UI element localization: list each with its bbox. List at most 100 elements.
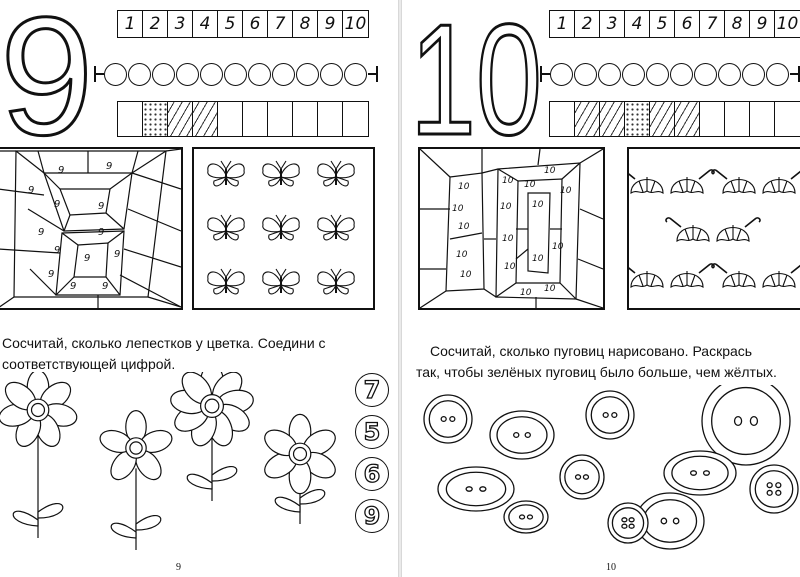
digit-cell: 6	[675, 11, 700, 37]
butterfly-icon	[317, 160, 355, 187]
count-square	[775, 102, 800, 136]
big-number-nine: 9	[0, 6, 95, 144]
digit-cell: 2	[143, 11, 168, 37]
bead	[320, 62, 343, 86]
count-square	[143, 102, 168, 136]
mosaic-label-nine: 9	[102, 281, 108, 292]
mosaic-label-nine: 9	[114, 249, 120, 260]
count-square	[118, 102, 143, 136]
bead	[766, 62, 789, 86]
answer-digit-circle[interactable]: 6	[355, 457, 389, 491]
answer-digit-circle[interactable]: 7	[355, 373, 389, 407]
bead	[296, 62, 319, 86]
button-icon	[701, 385, 791, 466]
bead	[622, 62, 645, 86]
button-icon	[749, 464, 799, 514]
bead	[176, 62, 199, 86]
count-square	[750, 102, 775, 136]
bead	[224, 62, 247, 86]
count-square	[575, 102, 600, 136]
count-square	[725, 102, 750, 136]
digit-cell: 10	[776, 14, 799, 34]
button-icon	[503, 500, 549, 534]
bead-string	[540, 61, 800, 87]
count-square	[293, 102, 318, 136]
butterfly-icon	[317, 214, 355, 241]
bead	[670, 62, 693, 86]
mosaic-label-nine: 9	[54, 199, 60, 210]
mosaic-label-nine: 9	[84, 253, 90, 264]
count-square	[600, 102, 625, 136]
flower-icon	[0, 372, 78, 538]
count-square	[193, 102, 218, 136]
instruction-right-line1: Сосчитай, сколько пуговиц нарисовано. Ра…	[430, 343, 753, 359]
bead	[694, 62, 717, 86]
mosaic-label-ten: 10	[502, 176, 514, 186]
answer-digits: 7 5 6 9	[355, 373, 389, 533]
bead	[200, 62, 223, 86]
mosaic-label-nine: 9	[98, 227, 104, 238]
count-square	[243, 102, 268, 136]
digit-cell: 10	[344, 14, 367, 34]
bead	[574, 62, 597, 86]
mosaic-label-ten: 10	[460, 270, 472, 280]
button-icon	[607, 502, 649, 544]
umbrella-icon	[711, 169, 756, 195]
button-icon	[423, 394, 473, 444]
bead	[272, 62, 295, 86]
bead	[104, 62, 127, 86]
digit-cell: 3	[168, 11, 193, 37]
button-icon	[559, 454, 605, 500]
mosaic-label-ten: 10	[500, 202, 512, 212]
answer-digit-circle[interactable]: 5	[355, 415, 389, 449]
umbrella-icon	[762, 264, 800, 289]
big-ten-glyph: 10	[410, 6, 542, 144]
buttons-illustration	[423, 385, 799, 550]
butterfly-icon	[207, 268, 245, 295]
bead-string	[94, 61, 378, 87]
umbrella-icon	[670, 169, 715, 195]
flowers-illustration	[0, 372, 336, 550]
page-number-right: 10	[606, 562, 616, 573]
mosaic-label-nine: 9	[106, 161, 112, 172]
bead	[550, 62, 573, 86]
big-number-ten: 10	[410, 6, 544, 144]
count-square	[218, 102, 243, 136]
mosaic-label-ten: 10	[504, 262, 516, 272]
count-square	[700, 102, 725, 136]
instruction-left-line2: соответствующей цифрой.	[2, 356, 176, 372]
butterfly-icon	[207, 160, 245, 187]
mosaic-label-nine: 9	[38, 227, 44, 238]
bead	[248, 62, 271, 86]
button-icon	[437, 466, 515, 512]
answer-digit-circle[interactable]: 9	[355, 499, 389, 533]
butterfly-icon	[262, 160, 300, 187]
digit-cell: 4	[193, 11, 218, 37]
digit-cell: 5	[650, 11, 675, 37]
digit-cell: 8	[293, 11, 318, 37]
button-icon	[663, 450, 737, 496]
umbrella-icon	[665, 217, 710, 243]
bead	[718, 62, 741, 86]
counting-squares	[117, 101, 369, 137]
count-square	[318, 102, 343, 136]
bead	[646, 62, 669, 86]
mosaic-label-ten: 10	[532, 254, 544, 264]
page-gutter	[398, 0, 402, 577]
digit-cell: 5	[218, 11, 243, 37]
big-nine-glyph: 9	[0, 6, 93, 144]
mosaic-label-ten: 10	[458, 182, 470, 192]
flower-icon	[99, 409, 173, 550]
mosaic-label-ten: 10	[458, 222, 470, 232]
count-square	[268, 102, 293, 136]
mosaic-label-nine: 9	[48, 269, 54, 280]
butterfly-icon	[262, 214, 300, 241]
flower-icon	[264, 413, 336, 524]
mosaic-label-ten: 10	[456, 250, 468, 260]
digit-cell: 1	[550, 11, 575, 37]
butterfly-icon	[317, 268, 355, 295]
